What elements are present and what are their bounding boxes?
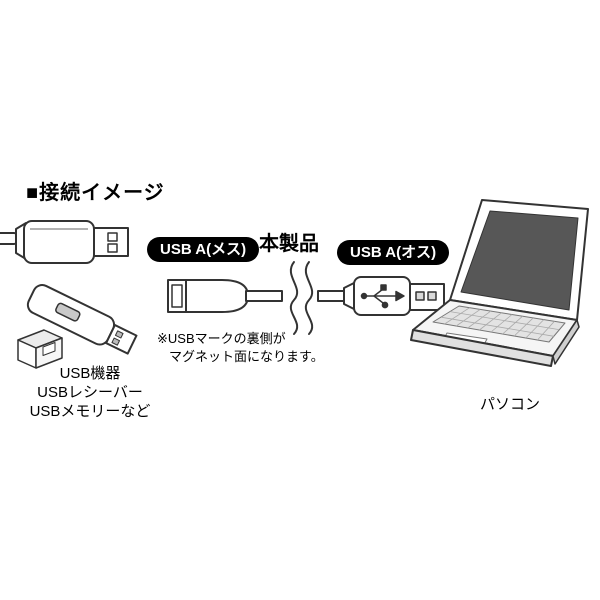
label-usb-a-male: USB A(オス) [337, 240, 450, 265]
cable-break-icon [289, 261, 314, 335]
usb-trident-logo-icon [360, 284, 405, 309]
note-line-1: ※USBマークの裏側が [157, 331, 286, 346]
section-title: ■接続イメージ [26, 182, 165, 204]
label-product: 本製品 [259, 233, 319, 255]
usb-a-female-connector-icon [167, 279, 283, 313]
device-labels: USB機器 USBレシーバー USBメモリーなど [4, 364, 176, 421]
laptop-icon [410, 199, 589, 367]
note-line-2: マグネット面になります。 [169, 349, 324, 364]
usb-memory-stick-icon [26, 284, 138, 355]
magnet-note: ※USBマークの裏側が マグネット面になります。 [157, 330, 324, 366]
usb-receiver-icon [17, 329, 63, 369]
device-label-2: USBレシーバー [37, 384, 143, 401]
label-usb-a-female: USB A(メス) [147, 237, 260, 262]
device-label-1: USB機器 [59, 365, 121, 382]
usb-plug-icon [0, 220, 129, 264]
usb-a-male-connector-icon [317, 276, 445, 316]
pc-label: パソコン [479, 396, 540, 413]
device-label-3: USBメモリーなど [29, 403, 151, 420]
